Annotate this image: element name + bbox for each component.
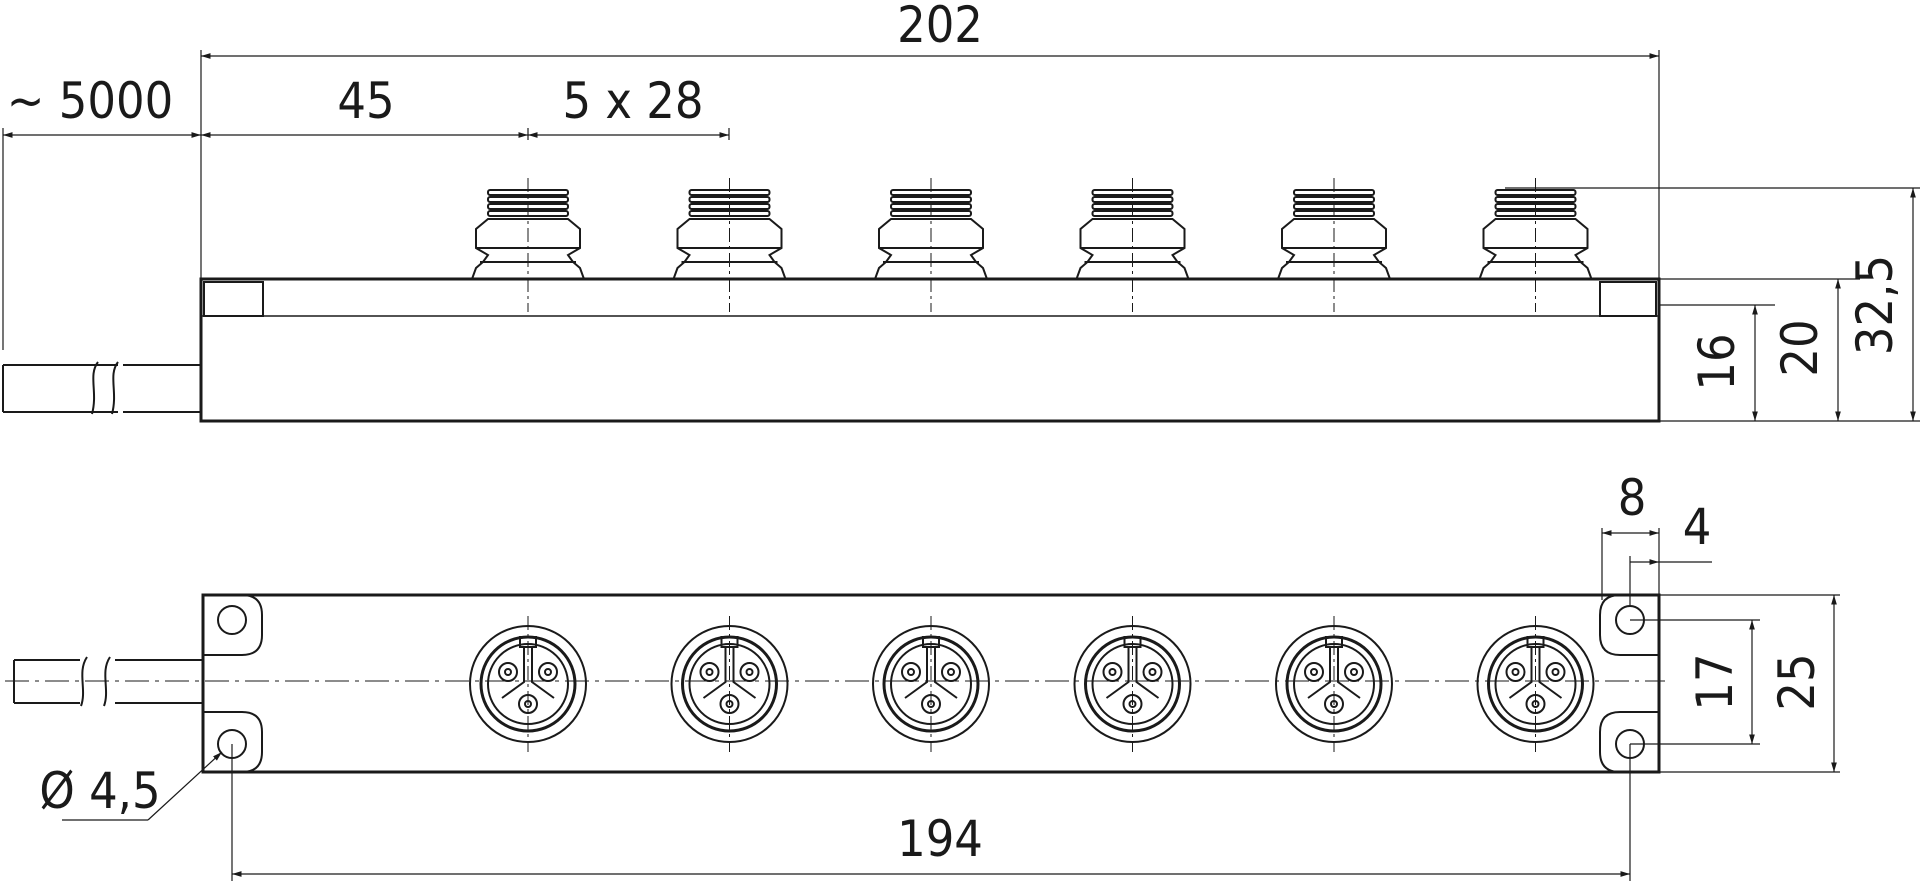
dim-hole-spacing-v: 17 [1686,653,1744,710]
dim-pitch: 5 x 28 [562,72,703,130]
flange-top-right [1599,594,1659,656]
flange-bottom-left [203,711,263,773]
dim-height-flange: 20 [1771,319,1829,376]
dim-hole-diameter: Ø 4,5 [39,762,160,820]
side-connector [470,178,586,312]
top-connector [1275,616,1393,752]
top-connector [1476,616,1595,752]
side-connector [873,178,989,312]
dim-cable-length: ~ 5000 [7,72,173,130]
flange-top-left [203,594,263,656]
dim-hole-edge: 8 [1618,469,1647,527]
dim-total-height: 32,5 [1846,255,1904,355]
top-connector [670,616,789,752]
dim-body-height: 16 [1688,333,1746,390]
side-flange-left [203,281,264,317]
top-connectors [469,616,1595,752]
top-view [5,593,1665,774]
side-connector [1276,178,1392,312]
side-flange-right [1599,281,1657,317]
flange-bottom-right [1599,711,1659,773]
dim-overall-length: 202 [897,0,983,54]
side-connector [1478,178,1593,312]
top-cable [13,656,203,707]
side-connector [672,178,787,312]
side-connectors [470,178,1593,312]
dim-hole-center: 4 [1683,498,1712,556]
side-housing [199,277,1661,423]
side-connector [1075,178,1190,312]
top-housing [201,593,1661,774]
mounting-hole [217,605,1645,759]
top-connector [1073,616,1192,752]
dim-hole-spacing-h: 194 [897,810,983,868]
dimension-lines [2,50,1920,881]
dimension-labels: 202 ~ 5000 45 5 x 28 16 20 32,5 8 4 17 2… [7,0,1904,868]
side-cable [2,361,200,415]
side-view [2,178,1661,423]
top-connector [469,616,587,752]
top-connector [872,616,990,752]
dim-first-offset: 45 [337,72,394,130]
dim-body-width: 25 [1768,653,1826,710]
